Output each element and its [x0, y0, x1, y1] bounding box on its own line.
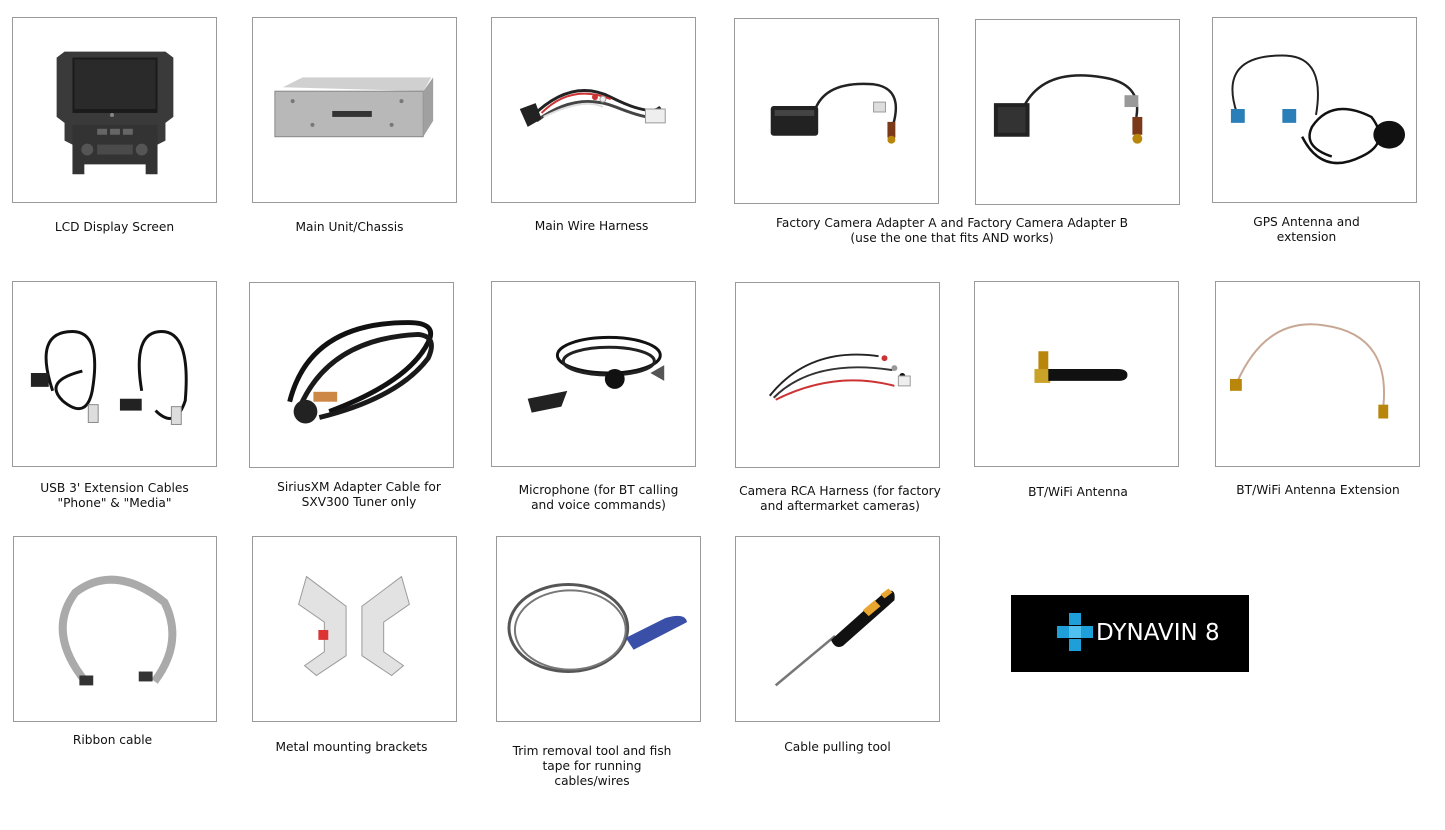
cable-pulling-tool-image	[735, 536, 940, 722]
brand-name: DYNAVIN 8	[1096, 620, 1220, 646]
bt-wifi-antenna-extension-image	[1215, 281, 1420, 467]
caption-lcd-display-screen: LCD Display Screen	[54, 220, 175, 234]
usb-cables-icon	[30, 329, 188, 425]
gps-antenna-image	[1212, 17, 1417, 203]
dynavin-logo: DYNAVIN 8	[1011, 595, 1249, 672]
bt-wifi-antenna-icon	[1034, 351, 1128, 383]
camera-adapter-a-icon	[770, 82, 898, 144]
lcd-display-screen-image	[12, 17, 217, 203]
caption-main-unit-chassis: Main Unit/Chassis	[295, 220, 404, 234]
microphone-image	[491, 281, 696, 467]
caption-microphone: Microphone (for BT calling and voice com…	[518, 483, 679, 512]
caption-usb-cables: USB 3' Extension Cables "Phone" & "Media…	[40, 481, 189, 510]
caption-bt-wifi-antenna-extension: BT/WiFi Antenna Extension	[1236, 483, 1400, 497]
caption-ribbon-cable: Ribbon cable	[72, 733, 153, 747]
caption-cable-pulling-tool: Cable pulling tool	[784, 740, 891, 754]
screwdriver-icon	[774, 588, 895, 687]
siriusxm-cable-image	[249, 282, 454, 468]
caption-siriusxm-cable: SiriusXM Adapter Cable for SXV300 Tuner …	[277, 480, 441, 509]
antenna-extension-icon	[1229, 323, 1389, 419]
usb-cables-image	[12, 281, 217, 467]
caption-camera-adapters: Factory Camera Adapter A and Factory Cam…	[775, 216, 1128, 245]
trim-tool-icon	[507, 583, 688, 674]
rca-harness-icon	[768, 353, 911, 401]
camera-adapter-a-image	[734, 18, 939, 204]
caption-main-wire-harness: Main Wire Harness	[534, 219, 649, 233]
mounting-brackets-image	[252, 536, 457, 722]
gps-antenna-icon	[1230, 54, 1406, 165]
main-unit-chassis-image	[252, 17, 457, 203]
caption-mounting-brackets: Metal mounting brackets	[275, 740, 428, 754]
ribbon-cable-image	[13, 536, 217, 722]
caption-camera-rca-harness: Camera RCA Harness (for factory and afte…	[739, 484, 941, 513]
bt-wifi-antenna-image	[974, 281, 1179, 467]
main-wire-harness-image	[491, 17, 696, 203]
camera-rca-harness-image	[735, 282, 940, 468]
caption-trim-tool: Trim removal tool and fish tape for runn…	[512, 744, 672, 788]
microphone-icon	[527, 335, 665, 413]
trim-tool-image	[496, 536, 701, 722]
main-unit-chassis-icon	[274, 77, 434, 138]
lcd-display-screen-icon	[56, 51, 174, 175]
caption-bt-wifi-antenna: BT/WiFi Antenna	[1028, 485, 1128, 499]
dynavin-logo-icon	[1057, 613, 1093, 651]
siriusxm-cable-icon	[287, 320, 434, 424]
wire-harness-icon	[519, 89, 666, 127]
ribbon-cable-icon	[58, 575, 177, 686]
camera-adapter-b-icon	[993, 74, 1143, 144]
mounting-brackets-icon	[298, 575, 410, 677]
camera-adapter-b-image	[975, 19, 1180, 205]
caption-gps-antenna: GPS Antenna and extension	[1253, 215, 1360, 244]
